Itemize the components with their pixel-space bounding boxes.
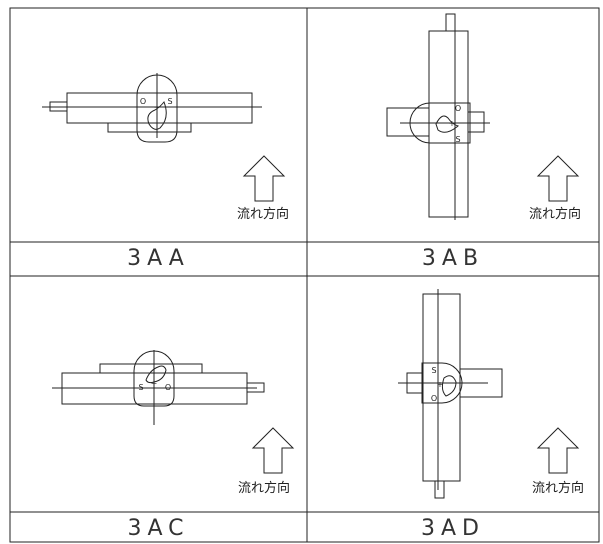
flow-label-3aa: 流れ方向: [237, 207, 290, 222]
flow-arrow-3ad: [536, 427, 580, 474]
mark-shut-3ad: S: [431, 366, 436, 375]
flow-arrow-3ab: [536, 155, 580, 202]
valve-housing-3ad: [421, 362, 463, 404]
valve-handle-3ac: [145, 365, 167, 384]
mark-open-3ab: O: [455, 104, 461, 113]
flow-label-3ad: 流れ方向: [532, 481, 585, 496]
valve-housing-3aa: [136, 74, 178, 143]
mark-center-3ad: +: [437, 380, 444, 389]
flow-arrow-3ac: [251, 427, 295, 474]
panel-3ab-drawing: [386, 13, 490, 220]
mark-open-3aa: O: [140, 97, 146, 106]
stem-3ad: [434, 480, 445, 499]
panel-3ad-drawing: [398, 289, 503, 499]
mark-center-3aa: +: [154, 103, 161, 112]
valve-housing-3ab: [409, 102, 471, 144]
caption-3aa: 3AA: [127, 246, 190, 271]
mark-center-3ab: +: [449, 119, 456, 128]
caption-3ad: 3AD: [421, 516, 485, 541]
caption-3ab: 3AB: [421, 246, 485, 271]
branch-3ab: [386, 107, 430, 137]
mark-shut-3aa: S: [167, 97, 172, 106]
mark-center-3ac: +: [151, 379, 158, 388]
valve-handle-3aa: [147, 101, 167, 130]
flow-label-3ac: 流れ方向: [238, 481, 291, 496]
side-block-3ab: [467, 111, 485, 133]
caption-3ac: 3AC: [127, 516, 190, 541]
panel-3aa-drawing: [42, 73, 262, 143]
stem-3ab: [445, 13, 456, 32]
mark-shut-3ab: S: [455, 135, 460, 144]
grid-outer-border: [9, 7, 600, 543]
flow-arrow-3aa: [242, 155, 286, 202]
valve-housing-3ac: [133, 350, 175, 407]
flange-3aa: [107, 122, 192, 133]
mark-open-3ad: O: [431, 394, 437, 403]
panel-3ac-drawing: [52, 350, 265, 425]
flow-label-3ab: 流れ方向: [529, 207, 582, 222]
side-block-3ad: [406, 372, 424, 394]
mark-open-3ac: O: [165, 383, 171, 392]
valve-handle-3ad: [441, 375, 457, 397]
valve-handle-3ab: [435, 115, 460, 133]
mark-shut-3ac: S: [138, 383, 143, 392]
